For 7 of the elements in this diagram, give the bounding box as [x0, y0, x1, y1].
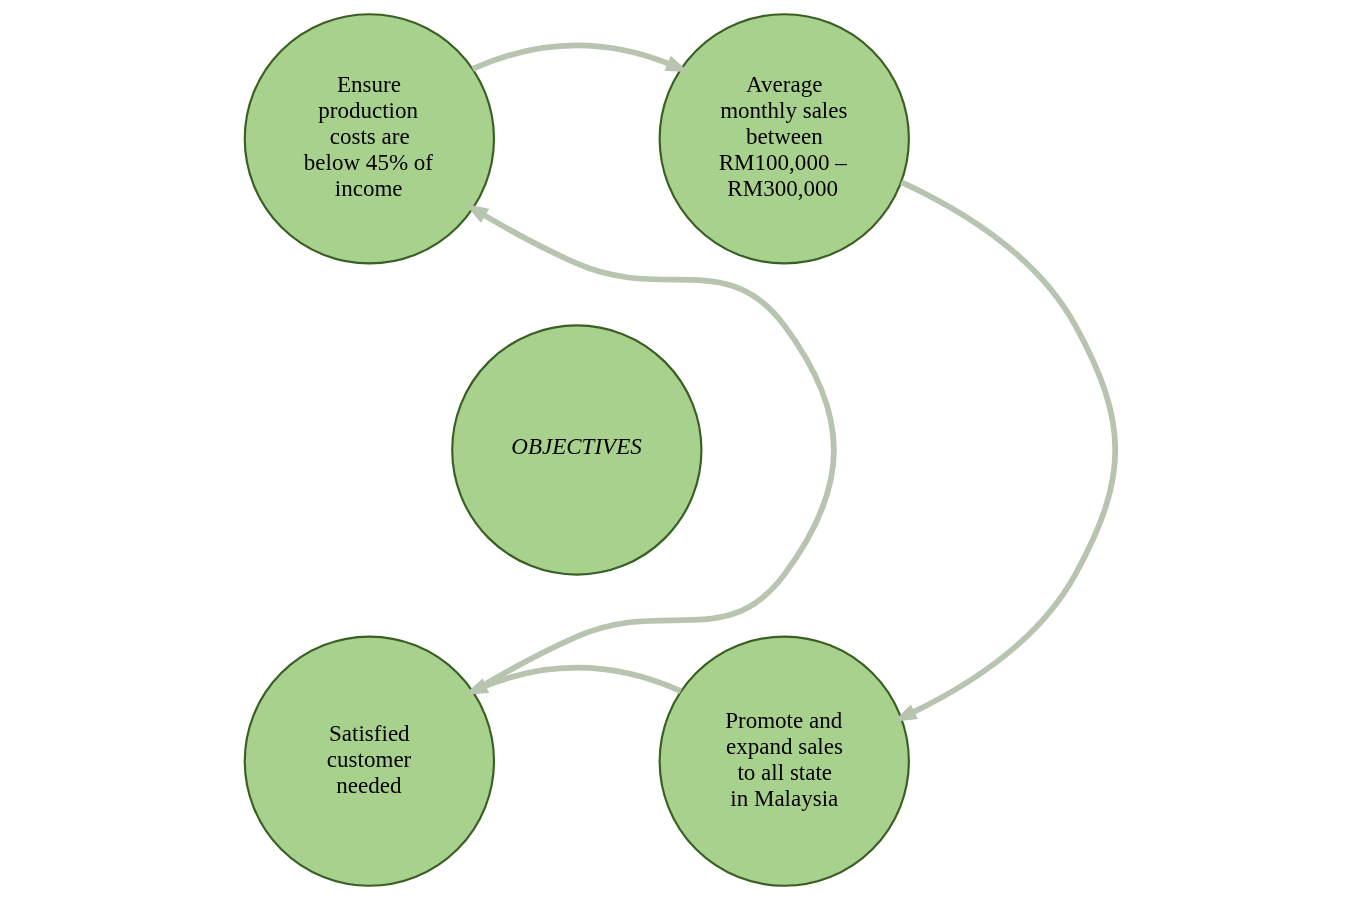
node-circle: Ensure production costs are below 45% of income	[243, 13, 495, 265]
arrow	[892, 179, 1118, 722]
node-circle: OBJECTIVES	[450, 324, 702, 576]
node-circle: Satisfied customer needed	[243, 635, 495, 887]
node-circle: Promote and expand sales to all state in Malaysia	[658, 635, 910, 887]
arrow	[471, 42, 689, 73]
node-circle: Average monthly sales between RM100,000 – RM300,000	[658, 13, 910, 265]
